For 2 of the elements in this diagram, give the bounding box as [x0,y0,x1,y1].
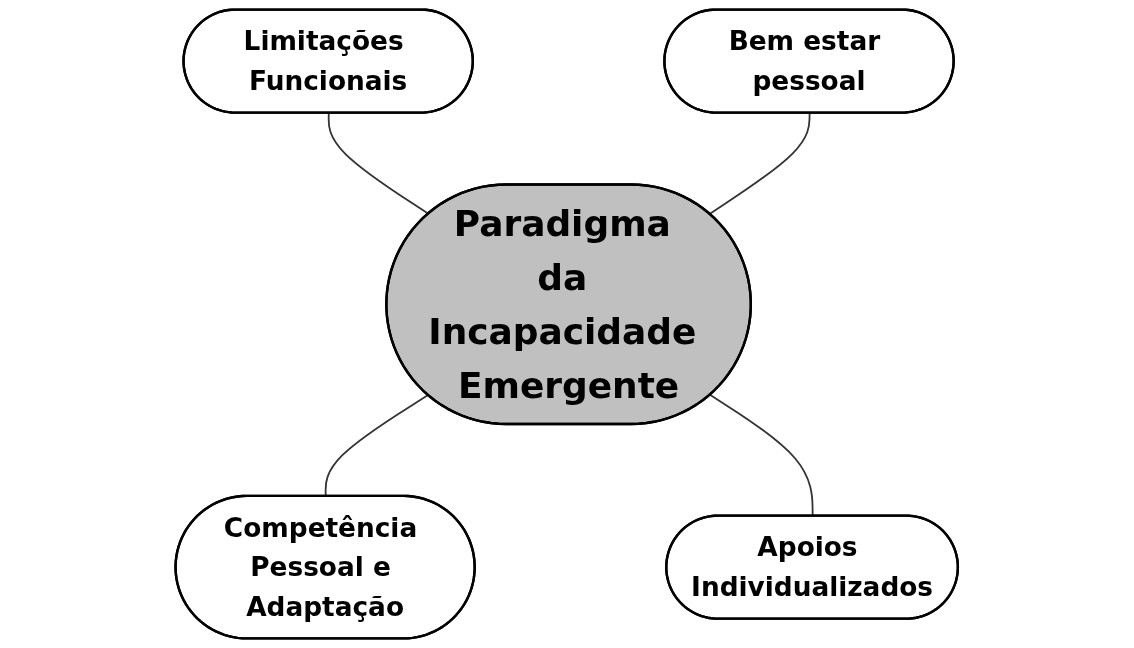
connector [328,112,430,215]
connector [709,112,811,215]
